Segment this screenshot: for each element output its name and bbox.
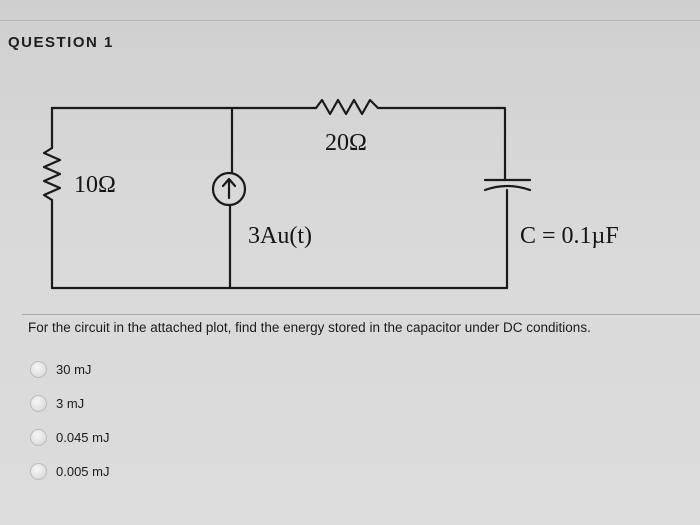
capacitor-plate-bottom <box>483 184 532 192</box>
top-divider <box>0 20 700 21</box>
question-prompt: For the circuit in the attached plot, fi… <box>28 320 591 335</box>
option-3-mj[interactable]: 3 mJ <box>30 386 109 420</box>
option-label: 0.005 mJ <box>56 463 110 479</box>
section-divider <box>22 314 700 315</box>
option-label: 0.045 mJ <box>56 429 110 445</box>
resistor-20-label: 20Ω <box>325 130 367 156</box>
option-0-005-mj[interactable]: 0.005 mJ <box>30 454 109 488</box>
radio-button[interactable] <box>30 360 47 378</box>
resistor-10-label: 10Ω <box>74 172 116 198</box>
resistor-20-symbol <box>314 98 380 116</box>
question-header: QUESTION 1 <box>8 34 114 51</box>
radio-button[interactable] <box>30 394 47 412</box>
option-label: 30 mJ <box>56 361 92 377</box>
radio-button[interactable] <box>30 462 47 480</box>
option-30-mj[interactable]: 30 mJ <box>30 352 109 386</box>
option-0-045-mj[interactable]: 0.045 mJ <box>30 420 109 454</box>
current-source-arrow <box>221 177 237 200</box>
capacitor-label: C = 0.1µF <box>520 223 619 249</box>
resistor-10-symbol <box>42 146 62 202</box>
answer-options: 30 mJ 3 mJ 0.045 mJ 0.005 mJ <box>30 352 109 488</box>
circuit-diagram: 20Ω 10Ω 3Au(t) C = 0.1µF <box>42 98 619 290</box>
option-label: 3 mJ <box>56 395 85 411</box>
wire-top-right <box>376 106 507 182</box>
radio-button[interactable] <box>30 428 47 446</box>
current-source-label: 3Au(t) <box>248 223 312 249</box>
